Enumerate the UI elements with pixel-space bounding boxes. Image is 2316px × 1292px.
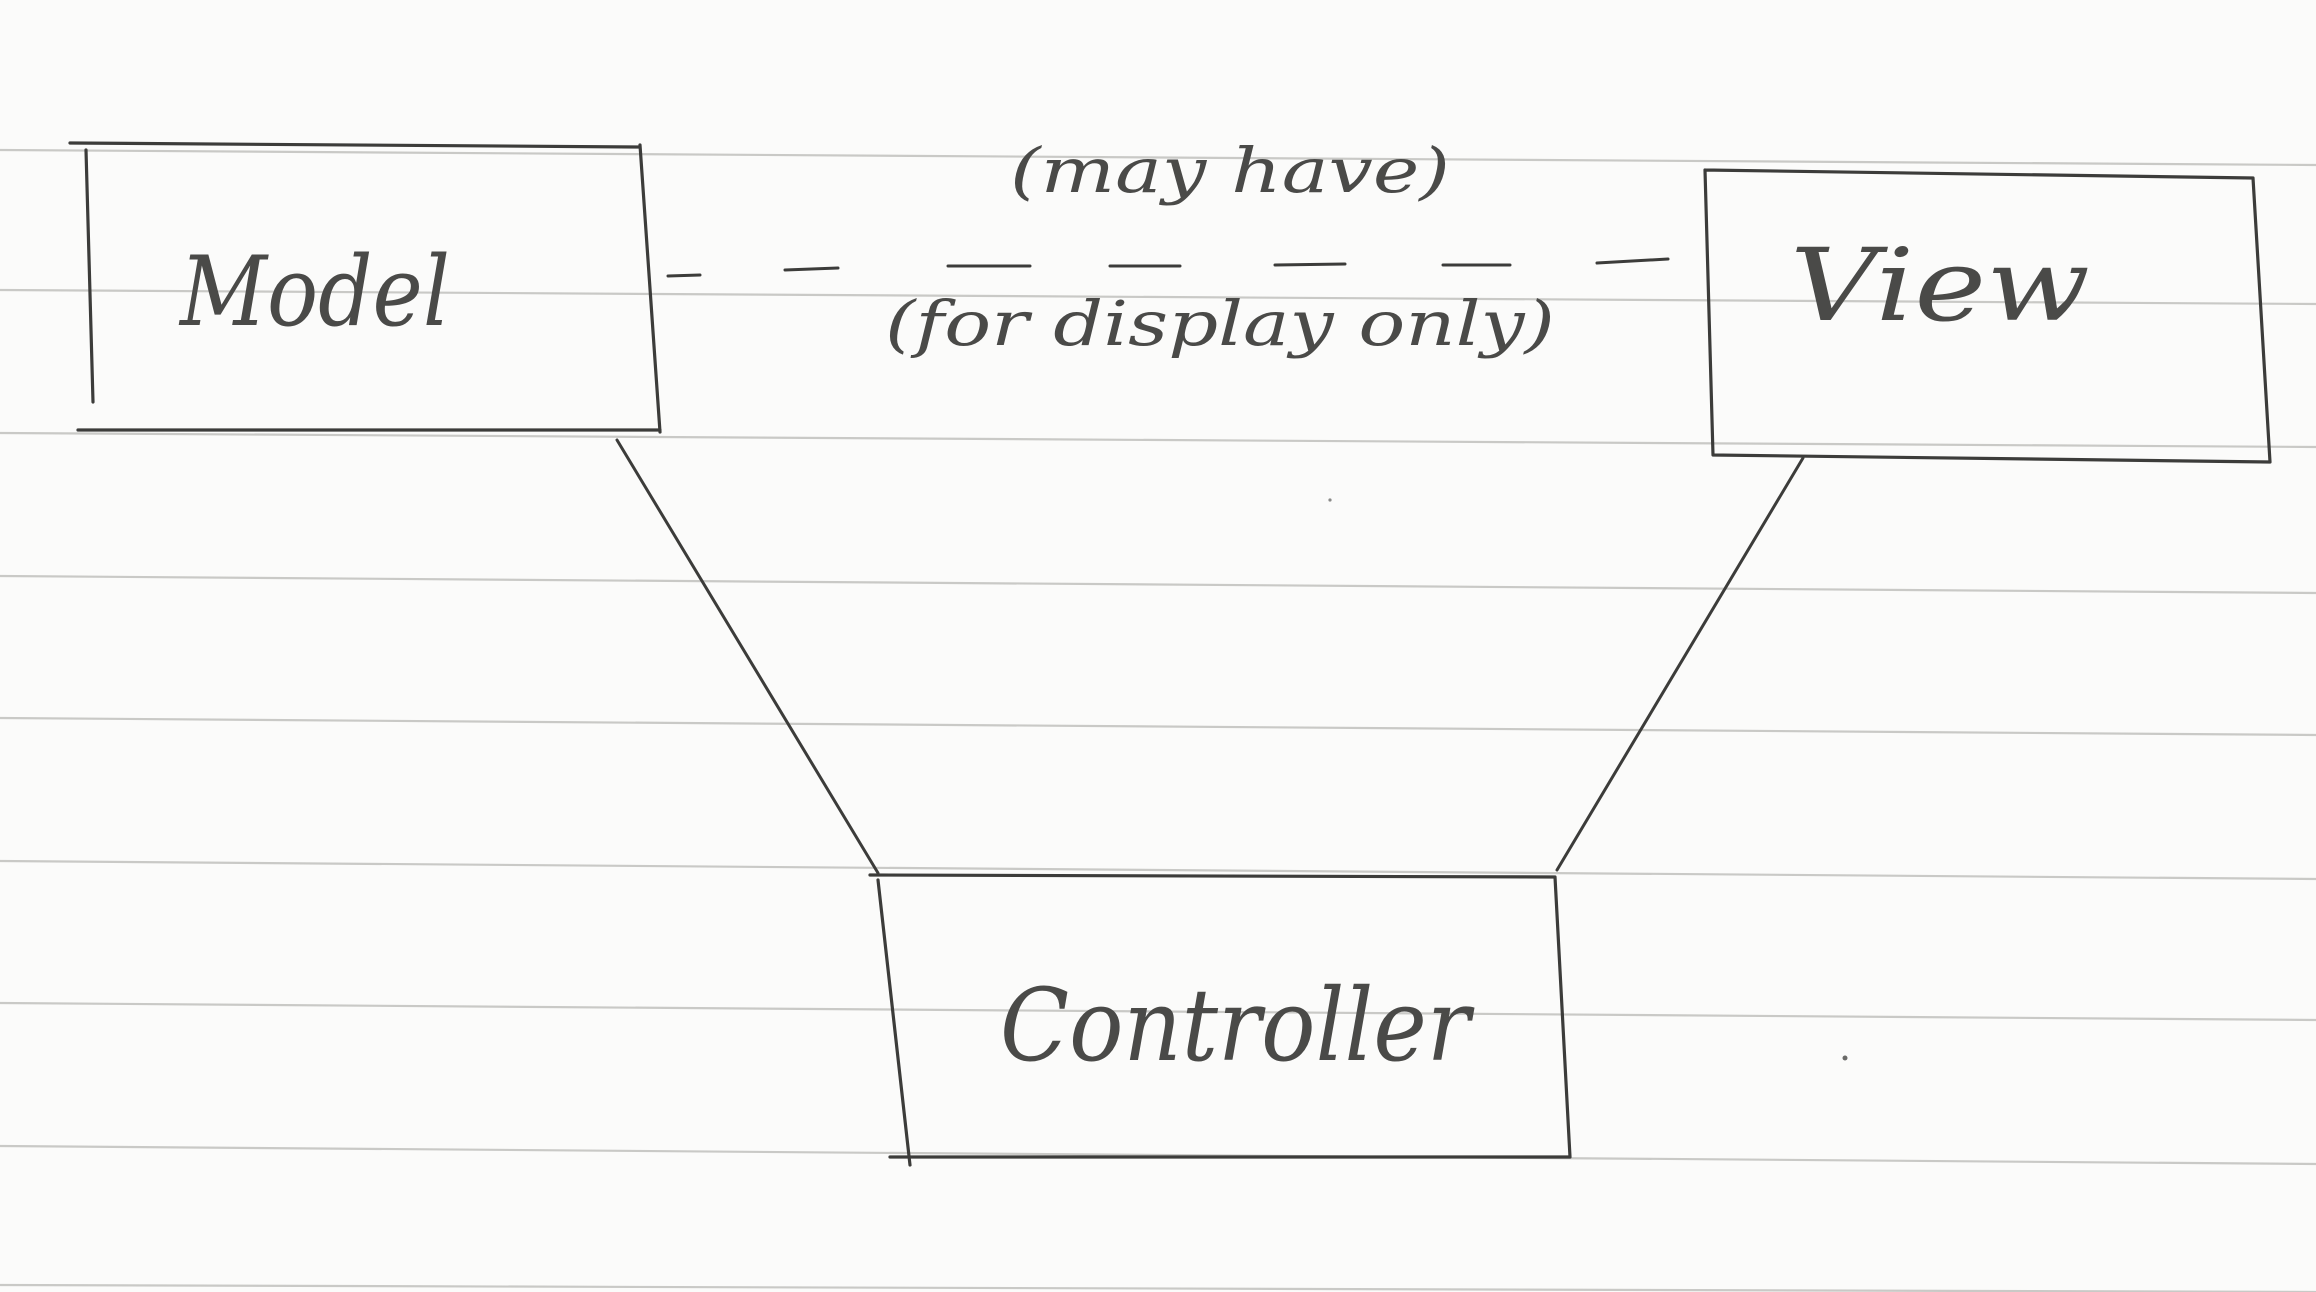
ruled-line bbox=[0, 431, 2316, 449]
edge-model-view-dashed bbox=[666, 257, 1670, 278]
view-label: View bbox=[1790, 227, 2090, 344]
ruled-lines bbox=[0, 148, 2316, 1292]
edge-label-for-display-only: (for display only) bbox=[885, 287, 1555, 360]
model-label: Model bbox=[178, 236, 450, 348]
controller-box bbox=[868, 873, 1572, 1167]
model-node bbox=[68, 141, 662, 434]
edge-model-controller bbox=[615, 438, 880, 875]
ruled-line bbox=[0, 574, 2316, 595]
controller-node bbox=[868, 873, 1572, 1167]
ruled-line bbox=[0, 1001, 2316, 1022]
ruled-line bbox=[0, 1144, 2316, 1166]
ruled-line bbox=[0, 288, 2316, 306]
view-box bbox=[1703, 168, 2272, 464]
view-node bbox=[1703, 168, 2272, 464]
ruled-line bbox=[0, 859, 2316, 881]
ruled-line bbox=[0, 716, 2316, 737]
model-box bbox=[68, 141, 662, 434]
ruled-line bbox=[0, 1283, 2316, 1292]
connectors bbox=[615, 257, 1805, 875]
pencil-dot bbox=[1328, 498, 1332, 502]
edge-label-may-have: (may have) bbox=[1010, 134, 1450, 207]
edge-view-controller bbox=[1555, 456, 1805, 872]
ruled-line bbox=[0, 148, 2316, 167]
controller-label: Controller bbox=[1000, 967, 1475, 1084]
pencil-dot bbox=[1842, 1055, 1848, 1061]
